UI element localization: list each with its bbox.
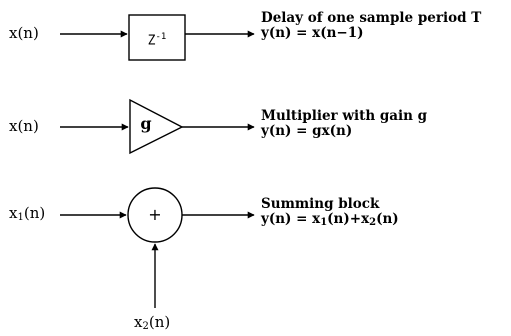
multiplier-triangle [129, 98, 184, 155]
delay-block-letter: Z [147, 33, 156, 49]
summer-input2-label: x2(n) [134, 313, 171, 332]
summer-title: Summing block [261, 196, 380, 212]
multiplier-input-label: x(n) [9, 117, 39, 135]
summing-plus-symbol: + [148, 205, 162, 224]
delay-block-label: Z-1 [129, 30, 185, 48]
delay-title: Delay of one sample period T [261, 10, 482, 26]
multiplier-gain-label: g [140, 114, 152, 133]
delay-block [128, 14, 186, 61]
summer-equation: y(n) = x1(n)+x2(n) [261, 211, 399, 228]
delay-equation: y(n) = x(n−1) [261, 25, 364, 41]
delay-block-exponent: -1 [155, 32, 167, 42]
delay-input-label: x(n) [9, 24, 39, 42]
multiplier-title: Multiplier with gain g [261, 108, 428, 124]
multiplier-equation: y(n) = gx(n) [261, 123, 353, 139]
summer-input1-label: x1(n) [9, 204, 46, 223]
